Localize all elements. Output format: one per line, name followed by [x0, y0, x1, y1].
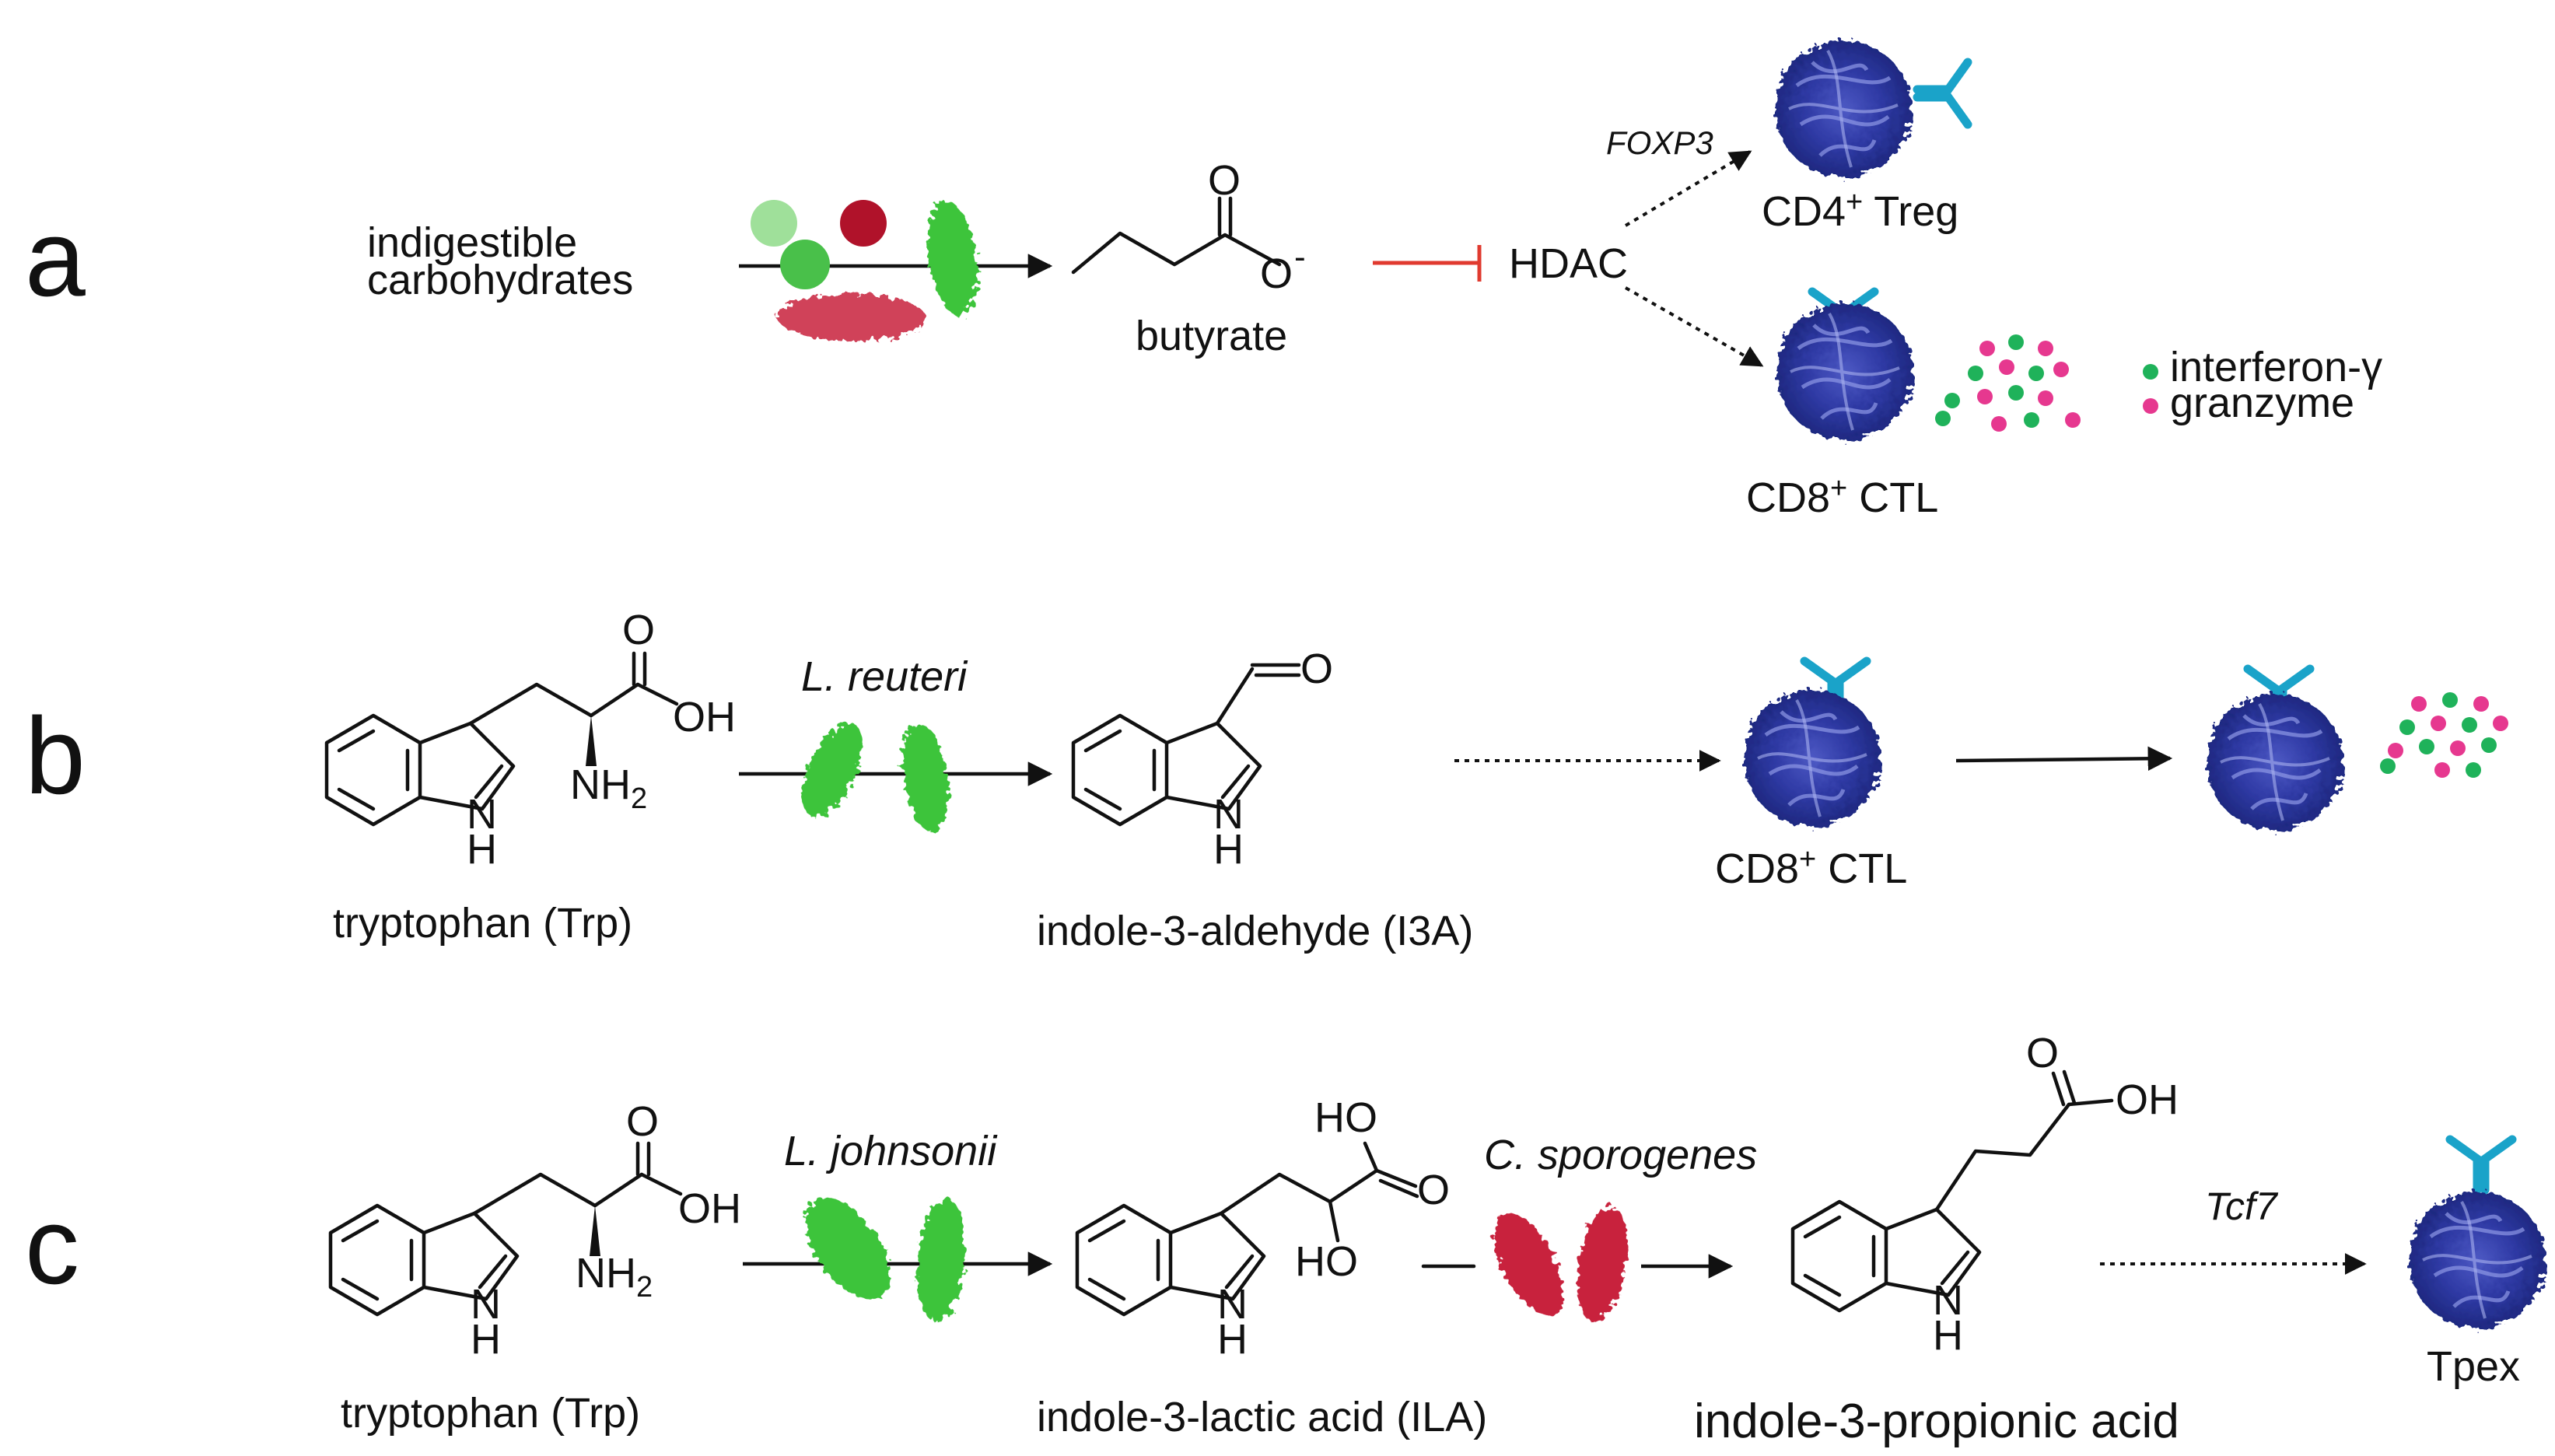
butyrate-charge: -	[1294, 238, 1306, 276]
cytokine-legend: interferon-γ granzyme	[2143, 344, 2382, 426]
butyrate-structure: O O -	[1071, 157, 1306, 297]
ila-structure: HO O HO N H	[1075, 1094, 1450, 1363]
trp-b-nh-main: NH	[570, 761, 631, 808]
trp-c-nh-main: NH	[576, 1250, 636, 1297]
treg-cell-icon	[1775, 40, 1912, 177]
ctl-cell-icon-b2	[2207, 694, 2343, 831]
ctl-label-b-main: CD8	[1715, 845, 1799, 892]
cytokine-granules-b	[2380, 692, 2508, 778]
trp-c-nh-sub: 2	[636, 1271, 653, 1304]
legend-marker-granzyme	[2143, 398, 2158, 414]
l-reuteri-label: L. reuteri	[801, 653, 968, 700]
panel-letter-c: c	[25, 1185, 79, 1307]
ctl-activation-arrow	[1955, 746, 2173, 772]
i3a-label: indole-3-aldehyde (I3A)	[1037, 908, 1473, 954]
treg-label-sup: +	[1846, 186, 1863, 219]
treg-label-suffix: Treg	[1863, 188, 1958, 235]
panel-letter-b: b	[25, 695, 86, 817]
butyrate-carbonyl-o: O	[1208, 157, 1241, 204]
c-sporogenes-label: C. sporogenes	[1484, 1132, 1757, 1178]
ila-label: indole-3-lactic acid (ILA)	[1037, 1394, 1487, 1440]
ipa-h: H	[1933, 1312, 1963, 1359]
ipa-label: indole-3-propionic acid	[1694, 1395, 2179, 1448]
trp-b-nh-sub: 2	[631, 782, 647, 815]
tcf7-label: Tcf7	[2205, 1185, 2279, 1228]
carbohydrates-label-line2: carbohydrates	[367, 257, 633, 303]
trp-c-o: O	[626, 1098, 659, 1145]
tryptophan-structure-c: O OH NH2 N H	[328, 1098, 741, 1363]
trp-c-nh: NH2	[576, 1250, 653, 1304]
cytokine-granules-a	[1935, 334, 2081, 432]
treg-label: CD4+ Treg	[1762, 186, 1958, 235]
panel-b: b O OH NH2 N H tryptophan (Trp)	[25, 607, 2508, 954]
panel-a: a indigestible carbohydrates O O - butyr…	[25, 40, 2382, 521]
i3a-h: H	[1213, 826, 1244, 873]
ctl-label-b: CD8+ CTL	[1715, 843, 1907, 892]
i3a-structure: O N H	[1071, 646, 1333, 873]
tpex-receptor-icon	[2450, 1139, 2512, 1190]
trp-c-h: H	[471, 1316, 501, 1363]
i3a-o: O	[1300, 646, 1333, 692]
ipa-structure: O OH N H	[1790, 1030, 2179, 1359]
carbohydrates-label-line1: indigestible	[367, 219, 577, 266]
tpex-cell-icon	[2409, 1192, 2546, 1328]
l-johnsonii-bacteria-icon	[805, 1197, 965, 1322]
ctl-label-a-sup: +	[1830, 472, 1847, 505]
ila-o: O	[1417, 1167, 1450, 1213]
c-sporogenes-bacteria-icon	[1493, 1206, 1628, 1322]
ctl-label-b-suffix: CTL	[1816, 845, 1907, 892]
tryptophan-structure-b: O OH NH2 N H	[324, 607, 736, 873]
ila-n: N	[1217, 1281, 1248, 1328]
l-reuteri-bacteria-icon	[802, 723, 949, 832]
treg-receptor-icon	[1917, 62, 1968, 124]
panel-letter-a: a	[25, 197, 86, 319]
trp-c-n: N	[471, 1281, 501, 1328]
treg-label-main: CD4	[1762, 188, 1846, 235]
trp-b-h: H	[467, 826, 497, 873]
ctl-cell-icon-b1	[1744, 690, 1881, 827]
tpex-label: Tpex	[2427, 1343, 2520, 1390]
trp-b-o: O	[622, 607, 655, 653]
trp-c-oh: OH	[678, 1185, 741, 1232]
ctl-label-a: CD8+ CTL	[1746, 472, 1938, 521]
ila-ho-bottom: HO	[1295, 1238, 1358, 1285]
ctl-cell-icon-a	[1776, 303, 1913, 440]
ctl-label-b-sup: +	[1799, 843, 1816, 876]
l-johnsonii-label: L. johnsonii	[784, 1128, 998, 1174]
legend-label-interferon: interferon-γ	[2170, 344, 2382, 390]
ila-h: H	[1217, 1316, 1248, 1363]
ila-ho-top: HO	[1314, 1094, 1377, 1141]
treg-dotted-arrow	[1624, 150, 1752, 227]
trp-b-nh: NH2	[570, 761, 647, 815]
trp-b-oh: OH	[673, 694, 736, 740]
legend-label-granzyme: granzyme	[2170, 380, 2354, 426]
butyrate-anion-o: O	[1260, 250, 1293, 297]
panel-c: c O OH NH2 N H tryptophan (Trp)	[25, 1030, 2546, 1448]
i3a-n: N	[1213, 791, 1244, 838]
trp-b-n: N	[467, 791, 497, 838]
legend-marker-interferon	[2143, 364, 2158, 380]
ctl-dotted-arrow	[1625, 286, 1764, 367]
ipa-o: O	[2026, 1030, 2059, 1076]
tryptophan-label-b: tryptophan (Trp)	[333, 900, 632, 947]
butyrate-label: butyrate	[1136, 313, 1287, 359]
gut-bacteria-cluster-icon	[751, 200, 978, 341]
ipa-oh: OH	[2116, 1076, 2179, 1123]
hdac-label: HDAC	[1509, 240, 1628, 287]
tryptophan-label-c: tryptophan (Trp)	[341, 1390, 640, 1437]
ctl-label-a-main: CD8	[1746, 474, 1830, 521]
foxp3-label: FOXP3	[1606, 124, 1713, 161]
ctl-label-a-suffix: CTL	[1847, 474, 1938, 521]
ipa-n: N	[1933, 1277, 1963, 1324]
